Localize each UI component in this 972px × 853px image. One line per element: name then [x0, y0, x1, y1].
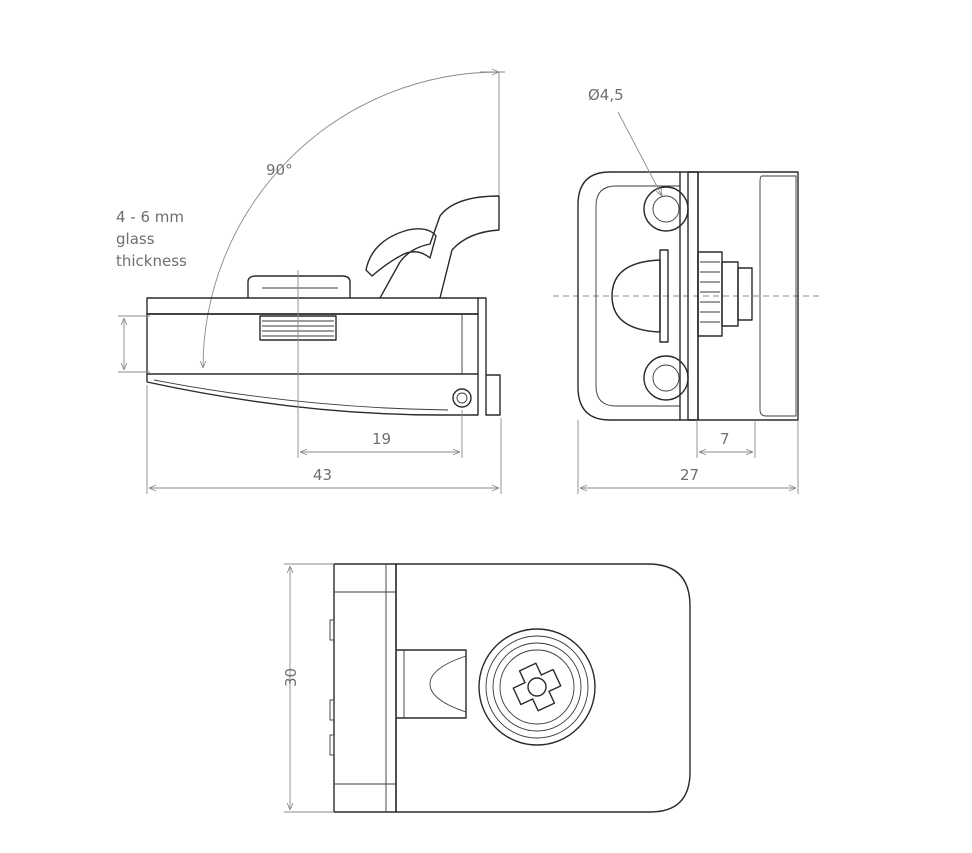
dim-27-label: 27 [680, 466, 699, 484]
diameter-leader [617, 111, 662, 196]
top-nut [247, 275, 351, 298]
glass-thickness-line2: glass [116, 230, 155, 248]
pivot-pin [452, 388, 472, 408]
hole-diameter-label: Ø4,5 [588, 86, 624, 104]
glass-thickness-line1: 4 - 6 mm [116, 208, 184, 226]
top-plate-outline [395, 563, 691, 813]
top-view [284, 563, 691, 813]
angle-arc [203, 72, 499, 368]
cross-screw [512, 662, 562, 712]
hole-bottom [643, 355, 689, 401]
top-plate [146, 297, 479, 315]
end-right-block [698, 171, 799, 421]
glass-thickness-line3: thickness [116, 252, 187, 270]
hinge-back [478, 297, 501, 416]
hinge-block [333, 563, 397, 813]
dim-30-label: 30 [282, 668, 300, 687]
end-thread [697, 251, 753, 337]
dome-nut [611, 259, 661, 333]
clamp-body [146, 313, 479, 375]
dim-7-label: 7 [720, 430, 730, 448]
end-left-block [577, 171, 680, 421]
clamp-nut-outer [478, 628, 596, 746]
dim-19-label: 19 [372, 430, 391, 448]
angle-label: 90° [266, 161, 293, 179]
top-arm [396, 649, 467, 719]
lower-jaw [146, 374, 479, 416]
side-view [118, 72, 505, 494]
end-view [553, 111, 822, 494]
hole-top [643, 186, 689, 232]
dim-43-label: 43 [313, 466, 332, 484]
hinge-arm [379, 195, 500, 299]
